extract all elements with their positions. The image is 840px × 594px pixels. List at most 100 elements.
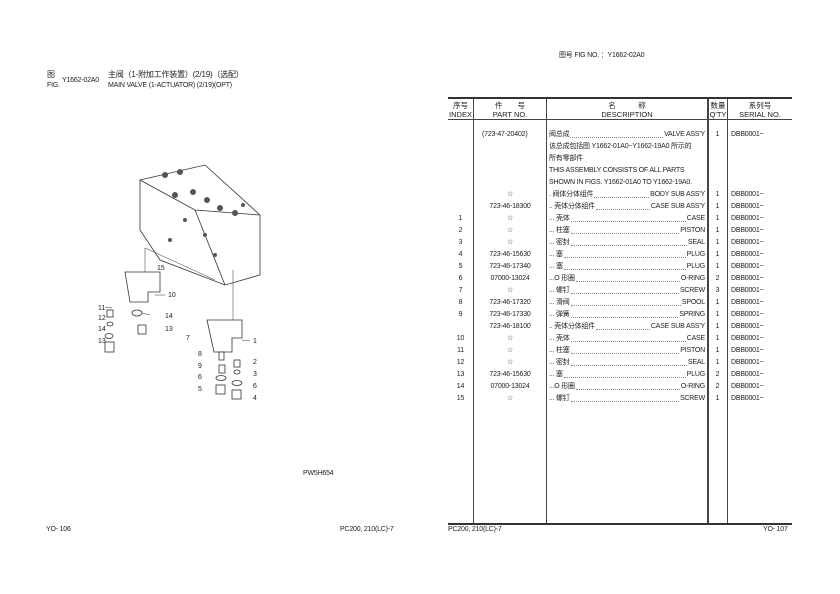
header-qty-en: Q'TY [709, 110, 727, 119]
callout-1: 1 [253, 338, 257, 345]
row-index: 11 [457, 347, 464, 354]
row-serial: DBB0001~ [731, 383, 764, 390]
header-desc-en: DESCRIPTION [601, 110, 653, 119]
footer-page-right: YO- 107 [763, 526, 788, 533]
row-index: 3 [458, 239, 463, 246]
leader-dots [570, 129, 664, 138]
callout-6a: 6 [198, 374, 202, 381]
description-en: SCREW [679, 287, 705, 294]
header-part-cn: 件 号 [495, 101, 525, 110]
row-part-no: ☆ [506, 239, 514, 246]
row-part-no: 723-46-17320 [489, 299, 531, 306]
row-index: 14 [456, 383, 465, 390]
row-qty: 3 [715, 287, 720, 294]
row-qty: 1 [715, 203, 720, 210]
callout-4: 4 [253, 395, 257, 402]
callout-labels: 10 15 11 12 14 13 14 13 7 1 8 2 9 3 6 6 … [98, 265, 257, 402]
row-serial: DBB0001~ [731, 251, 764, 258]
row-description: ... 塞 PLUG [549, 249, 705, 261]
row-part-no: ☆ [506, 287, 514, 294]
drawing-code: PW5H654 [303, 470, 334, 477]
row-qty: 2 [715, 371, 720, 378]
callout-3: 3 [253, 371, 257, 378]
row-qty: 1 [715, 299, 720, 306]
leader-dots [570, 345, 680, 354]
row-index: 8 [458, 299, 463, 306]
row-serial: DBB0001~ [731, 335, 764, 342]
description-cn: ... 滑阀 [549, 299, 570, 306]
description-cn: ... 柱塞 [549, 347, 570, 354]
header-qty-cn: 数量 [710, 101, 726, 110]
description-cn: ... 塞 [549, 251, 563, 258]
column-divider [707, 99, 709, 523]
callout-14a: 14 [98, 326, 106, 333]
callout-14b: 14 [165, 313, 173, 320]
callout-7: 7 [186, 335, 190, 342]
row-qty: 1 [715, 227, 720, 234]
description-cn: ... 壳体 [549, 215, 570, 222]
leader-dots [570, 309, 679, 318]
header-index-en: INDEX [449, 110, 472, 119]
callout-13a: 13 [98, 338, 106, 345]
row-description: ... 壳体 CASE [549, 213, 705, 225]
row-serial: DBB0001~ [731, 299, 764, 306]
row-serial: DBB0001~ [731, 287, 764, 294]
description-en: PISTON [680, 227, 705, 234]
callout-9: 9 [198, 363, 202, 370]
footer-model-left: PC200, 210(LC)-7 [340, 526, 394, 533]
footer-model-right: PC200, 210(LC)-7 [448, 526, 502, 533]
row-part-no: ☆ [506, 395, 514, 402]
row-qty: 1 [715, 335, 720, 342]
leader-dots [570, 297, 681, 306]
header-desc-cn: 名 称 [608, 101, 646, 110]
row-index: 4 [458, 251, 463, 258]
leader-dots [563, 249, 686, 258]
row-qty: 1 [715, 311, 720, 318]
row-description: ... 滑阀 SPOOL [549, 297, 705, 309]
header-divider [448, 119, 792, 120]
description-cn: ... 密封 [549, 239, 570, 246]
column-divider [546, 99, 547, 523]
description-en: PLUG [686, 251, 705, 258]
description-cn: ... 柱塞 [549, 227, 570, 234]
callout-15: 15 [157, 265, 165, 272]
leader-dots [575, 381, 680, 390]
description-cn: ... 壳体 [549, 335, 570, 342]
leader-dots [570, 285, 679, 294]
fig-no-label: 图号 FIG NO. ：Y1662-02A0 [559, 52, 645, 59]
row-description: ... 螺钉 SCREW [549, 285, 705, 297]
description-en: SPRING [679, 311, 705, 318]
row-part-no: 723-46-18100 [489, 323, 531, 330]
table-row: 所有零部件 [448, 153, 792, 165]
description-en: SPOOL [681, 299, 705, 306]
leader-dots [596, 321, 650, 330]
description-cn: ... 螺钉 [549, 287, 570, 294]
leader-dots [570, 237, 687, 246]
row-part-no: ☆ [506, 347, 514, 354]
description-cn: .. 壳体分体组件 [549, 203, 596, 210]
fig-label-en: FIG. [47, 82, 60, 89]
callout-11: 11 [98, 305, 105, 312]
row-index: 6 [458, 275, 463, 282]
row-part-no: ☆ [506, 191, 514, 198]
row-part-no: 723-46-17330 [489, 311, 531, 318]
row-index: 7 [458, 287, 463, 294]
leader-dots [570, 225, 680, 234]
table-row: 8 723-46-17320 ... 滑阀 SPOOL 1 DBB0001~ [448, 297, 792, 309]
description-en: CASE [686, 215, 705, 222]
row-qty: 1 [715, 323, 720, 330]
leader-dots [563, 261, 686, 270]
